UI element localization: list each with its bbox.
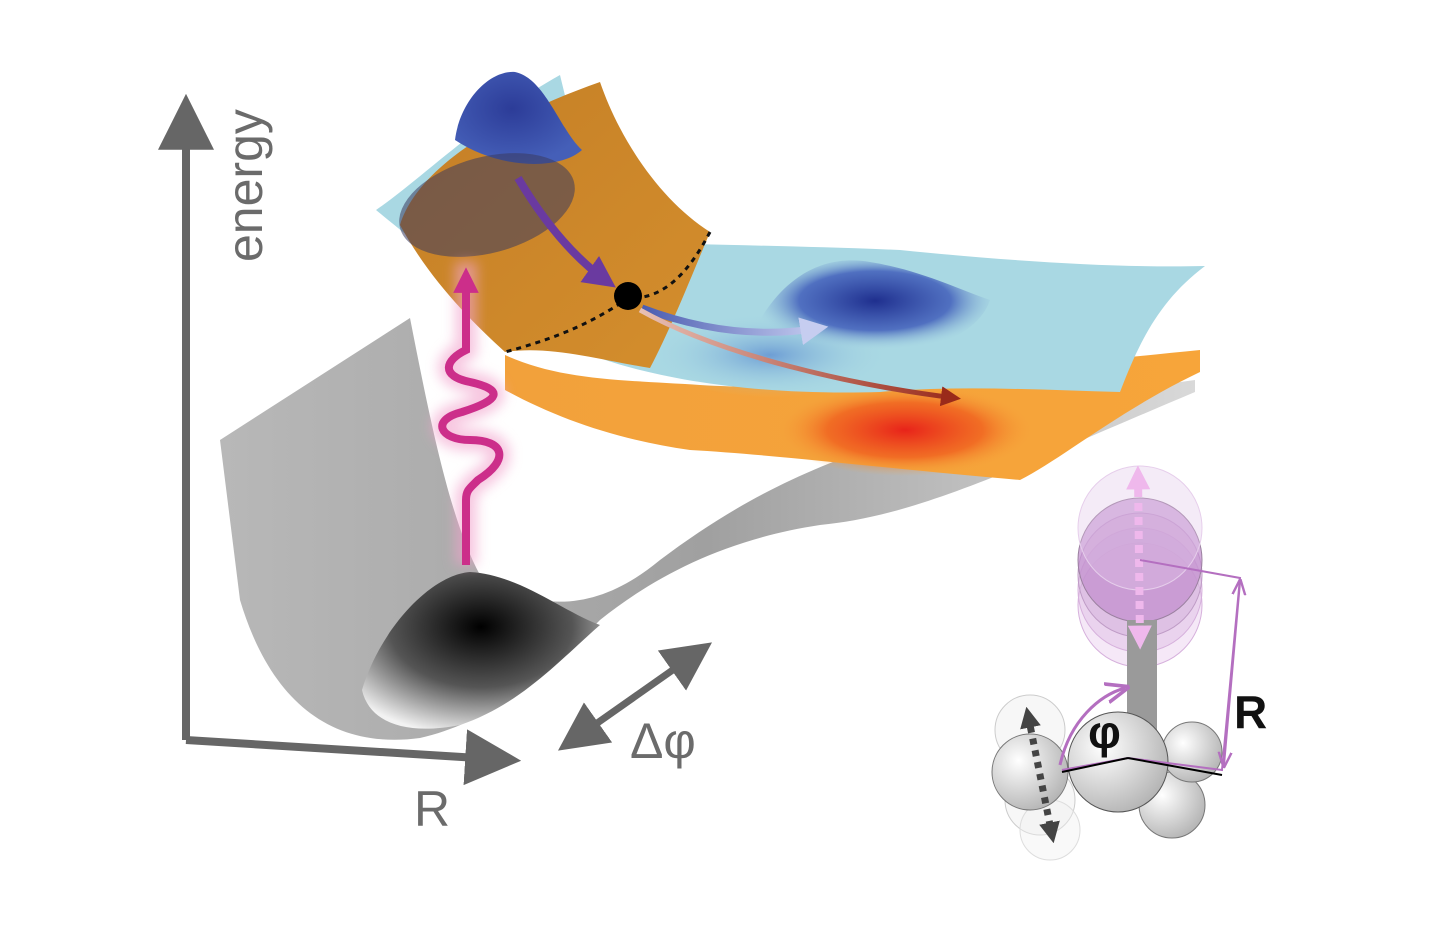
lower-branch-arrow [638, 307, 961, 407]
molecule-angle-label: φ [1088, 706, 1121, 758]
r-axis-label: R [414, 781, 450, 837]
molecule-wag-arrow [1020, 706, 1060, 844]
upper-branch-arrow [640, 304, 829, 346]
delta-phi-axis [557, 642, 713, 751]
initial-wavepacket-footprint [399, 153, 575, 257]
molecule-reference-line [1127, 757, 1223, 776]
dynamics-arrows [514, 175, 961, 407]
delta-phi-label: Δφ [630, 713, 696, 769]
initial-wavepacket-peak [455, 71, 582, 164]
excitation-pulse [431, 262, 511, 565]
molecule-angle-arc [1058, 688, 1125, 766]
molecule-reference-line-2 [1061, 757, 1129, 773]
axes: energy R Δφ [158, 93, 713, 837]
molecule-central-atom [1067, 711, 1169, 813]
molecule-illustration: φ R [991, 465, 1267, 861]
conical-intersection-point [614, 282, 642, 310]
excitation-pulse-arrow [438, 267, 504, 565]
molecule-bond-label: R [1234, 686, 1267, 738]
ground-state-well [362, 572, 600, 729]
relaxation-arrow [514, 175, 616, 288]
r-axis [185, 729, 522, 786]
molecule-bond-length-arrow [1224, 582, 1240, 765]
ground-state-surface [220, 318, 1195, 740]
product-wavepacket [775, 384, 1035, 476]
energy-axis-label: energy [217, 109, 273, 262]
